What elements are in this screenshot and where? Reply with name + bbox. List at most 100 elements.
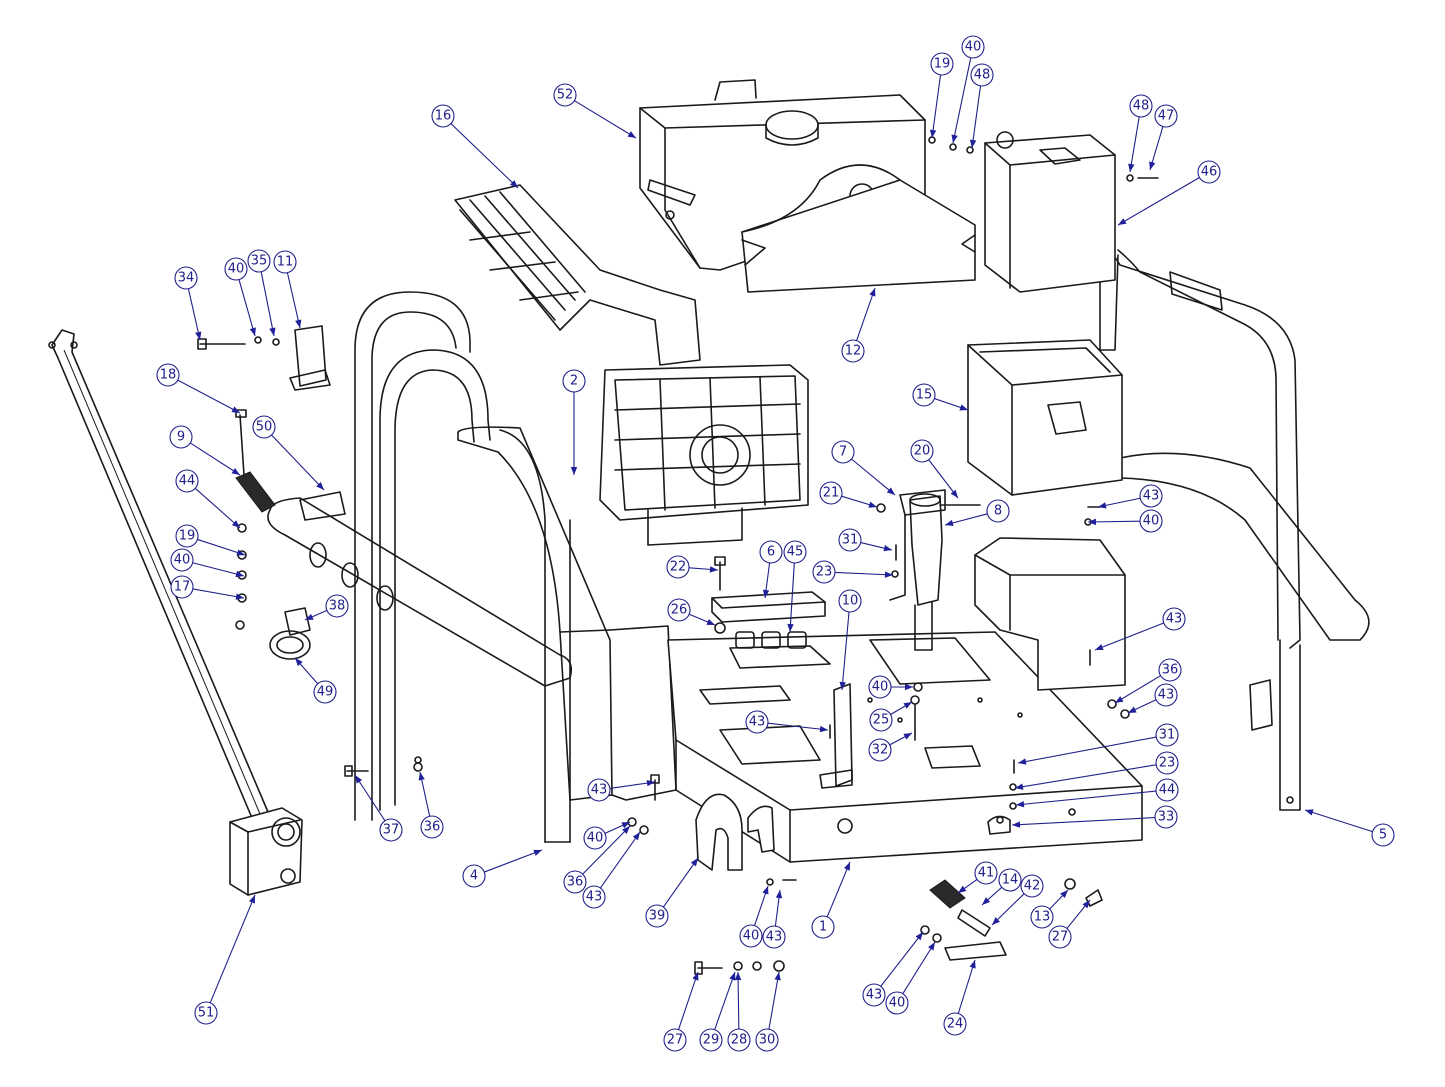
balloon-label: 40 xyxy=(872,680,889,695)
leader-line xyxy=(1304,809,1373,833)
callout-47: 47 xyxy=(1149,104,1178,171)
leader-arrowhead xyxy=(959,404,968,411)
callout-7: 7 xyxy=(831,440,896,496)
callout-44: 44 xyxy=(1015,778,1179,808)
balloon-label: 49 xyxy=(317,685,334,700)
balloon-label: 36 xyxy=(1162,663,1179,678)
leader-arrowhead xyxy=(632,832,640,841)
callout-36: 36 xyxy=(1114,658,1182,704)
leader-line xyxy=(834,571,894,576)
balloon-circle xyxy=(1020,874,1044,898)
leader-arrowhead xyxy=(992,917,1000,925)
balloon-circle xyxy=(831,440,855,464)
balloon-label: 27 xyxy=(1052,930,1069,945)
balloon-label: 16 xyxy=(435,109,452,124)
balloon-circle xyxy=(868,675,892,699)
leader-arrowhead xyxy=(510,180,518,188)
lift-actuator xyxy=(909,493,943,651)
callout-17: 17 xyxy=(170,575,245,600)
balloon-circle xyxy=(174,266,198,290)
leader-arrowhead xyxy=(621,822,630,829)
balloon-label: 21 xyxy=(823,486,840,501)
leader-arrowhead xyxy=(843,862,850,871)
balloon-circle xyxy=(783,540,807,564)
leader-arrowhead xyxy=(1018,758,1027,765)
leader-line xyxy=(187,288,201,341)
leader-arrowhead xyxy=(886,487,895,495)
leader-line xyxy=(851,458,896,496)
leader-arrowhead xyxy=(762,886,769,895)
callout-38: 38 xyxy=(304,594,349,621)
balloon-label: 8 xyxy=(994,504,1002,519)
balloon-circle xyxy=(379,818,403,842)
balloon-circle xyxy=(645,904,669,928)
crossbar-tube xyxy=(267,491,573,687)
balloon-circle xyxy=(838,589,862,613)
leader-arrowhead xyxy=(905,683,913,691)
side-bracket xyxy=(819,683,853,789)
leader-arrowhead xyxy=(1012,821,1021,828)
balloon-circle xyxy=(582,885,606,909)
balloon-circle xyxy=(563,870,587,894)
balloon-circle xyxy=(587,778,611,802)
leader-line xyxy=(826,861,851,918)
leader-line xyxy=(856,287,876,341)
balloon-circle xyxy=(1139,509,1163,533)
leader-arrowhead xyxy=(928,942,935,951)
leader-arrowhead xyxy=(235,593,244,600)
callout-33: 33 xyxy=(1011,805,1178,829)
callout-43: 43 xyxy=(862,931,924,1007)
leader-arrowhead xyxy=(982,897,991,905)
leader-arrowhead xyxy=(1088,518,1097,526)
belt-guard-cover xyxy=(974,537,1126,691)
balloon-label: 15 xyxy=(916,388,933,403)
callout-49: 49 xyxy=(294,657,337,704)
hose-clamp xyxy=(269,607,311,660)
balloon-circle xyxy=(986,499,1010,523)
balloon-label: 38 xyxy=(329,599,346,614)
leader-arrowhead xyxy=(1095,644,1104,651)
balloon-circle xyxy=(930,52,954,76)
balloon-label: 36 xyxy=(567,875,584,890)
leader-arrowhead xyxy=(690,858,698,867)
callout-43: 43 xyxy=(745,710,829,734)
balloon-circle xyxy=(1158,658,1182,682)
leader-arrowhead xyxy=(646,779,655,787)
callout-20: 20 xyxy=(910,439,959,499)
callout-40: 40 xyxy=(1087,509,1163,533)
leader-line xyxy=(1011,817,1156,826)
callout-35: 35 xyxy=(247,249,276,337)
balloon-label: 27 xyxy=(667,1033,684,1048)
leader-arrowhead xyxy=(839,681,846,690)
balloon-circle xyxy=(1155,778,1179,802)
leader-line xyxy=(189,442,241,476)
battery-box xyxy=(967,339,1123,496)
leader-line xyxy=(209,894,256,1004)
callout-43: 43 xyxy=(1097,484,1163,509)
balloon-circle xyxy=(175,469,199,493)
balloon-circle xyxy=(1162,607,1186,631)
balloon-circle xyxy=(762,925,786,949)
balloon-label: 45 xyxy=(787,545,804,560)
balloon-circle xyxy=(1154,683,1178,707)
balloon-label: 33 xyxy=(1158,810,1175,825)
callout-18: 18 xyxy=(156,363,241,414)
balloon-circle xyxy=(943,1012,967,1036)
balloon-label: 2 xyxy=(570,374,578,389)
callout-5: 5 xyxy=(1304,809,1395,847)
balloon-label: 30 xyxy=(759,1033,776,1048)
handle-hitch-bracket xyxy=(229,807,303,896)
leader-line xyxy=(1114,675,1161,704)
leader-arrowhead xyxy=(787,623,794,632)
balloon-circle xyxy=(1371,823,1395,847)
callout-40: 40 xyxy=(224,257,256,337)
callout-40: 40 xyxy=(583,821,631,850)
callout-2: 2 xyxy=(562,369,586,475)
leader-line xyxy=(286,272,301,329)
leader-arrowhead xyxy=(418,772,425,781)
balloon-circle xyxy=(819,481,843,505)
leader-arrowhead xyxy=(903,733,912,740)
balloon-label: 40 xyxy=(889,996,906,1011)
callout-13: 13 xyxy=(1030,889,1069,929)
balloon-circle xyxy=(974,861,998,885)
